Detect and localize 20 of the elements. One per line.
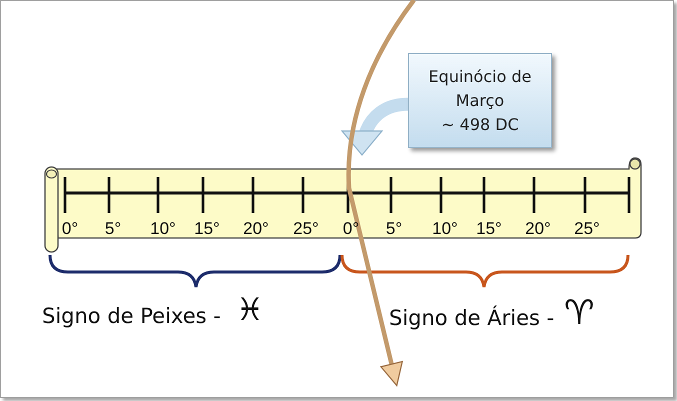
callout-box <box>408 53 552 148</box>
tick-label: 15° <box>194 219 220 238</box>
tick-label: 5° <box>386 219 402 238</box>
zodiac-symbol: ♈ <box>564 293 594 334</box>
callout-text: Equinócio de Março <box>428 66 532 112</box>
tick-label: 5° <box>104 219 122 238</box>
tick-label: 10° <box>432 219 458 238</box>
callout-text: ~ 498 DC <box>441 114 519 136</box>
sign-label: Signo de Peixes - <box>42 304 221 330</box>
curved-arrow <box>342 98 408 156</box>
tick-label: 0° <box>342 219 360 238</box>
tick-label: 0° <box>62 219 78 238</box>
zodiac-symbol: ♓ <box>236 292 264 330</box>
tick-label: 10° <box>150 219 176 238</box>
tick-label: 15° <box>476 219 502 238</box>
tick-label: 25° <box>574 219 600 238</box>
sign-label: Signo de Áries - <box>389 306 554 332</box>
tick-label: 20° <box>525 219 551 238</box>
tick-label: 20° <box>243 219 269 238</box>
tick-label: 25° <box>293 219 319 238</box>
